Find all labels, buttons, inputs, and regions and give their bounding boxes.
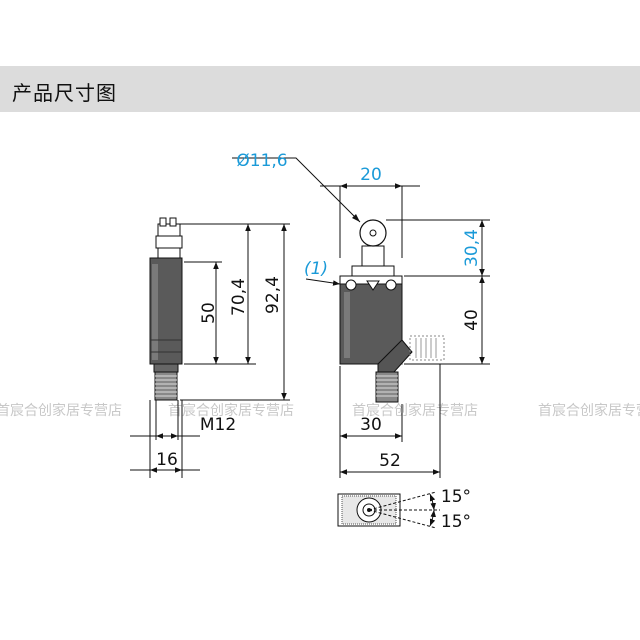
label-roller-diameter: Ø11,6: [236, 151, 287, 171]
label-m12: M12: [200, 415, 236, 435]
page-title: 产品尺寸图: [12, 81, 117, 105]
label-body-width: 30: [360, 415, 382, 435]
watermark-1: 首宸合创家居专营店: [0, 403, 122, 419]
label-16: 16: [156, 450, 178, 470]
label-angle-top: 15°: [441, 487, 471, 507]
watermark-3: 首宸合创家居专营店: [352, 403, 478, 419]
watermark-4: 首宸合创家居专营店: [538, 403, 640, 419]
label-92-4: 92,4: [263, 276, 283, 314]
side-view: [149, 217, 183, 401]
label-angle-bottom: 15°: [441, 512, 471, 532]
label-note-ref: (1): [304, 259, 328, 279]
label-50: 50: [199, 302, 219, 324]
watermark-2: 首宸合创家居专营店: [168, 403, 294, 419]
label-body-height: 40: [462, 309, 482, 331]
label-actuator-width: 20: [360, 165, 382, 185]
label-70-4: 70,4: [229, 278, 249, 316]
front-view: [339, 219, 445, 403]
header-bar: [0, 66, 640, 112]
top-view: [337, 491, 440, 529]
label-total-width: 52: [379, 451, 401, 471]
label-actuator-height: 30,4: [462, 229, 482, 267]
